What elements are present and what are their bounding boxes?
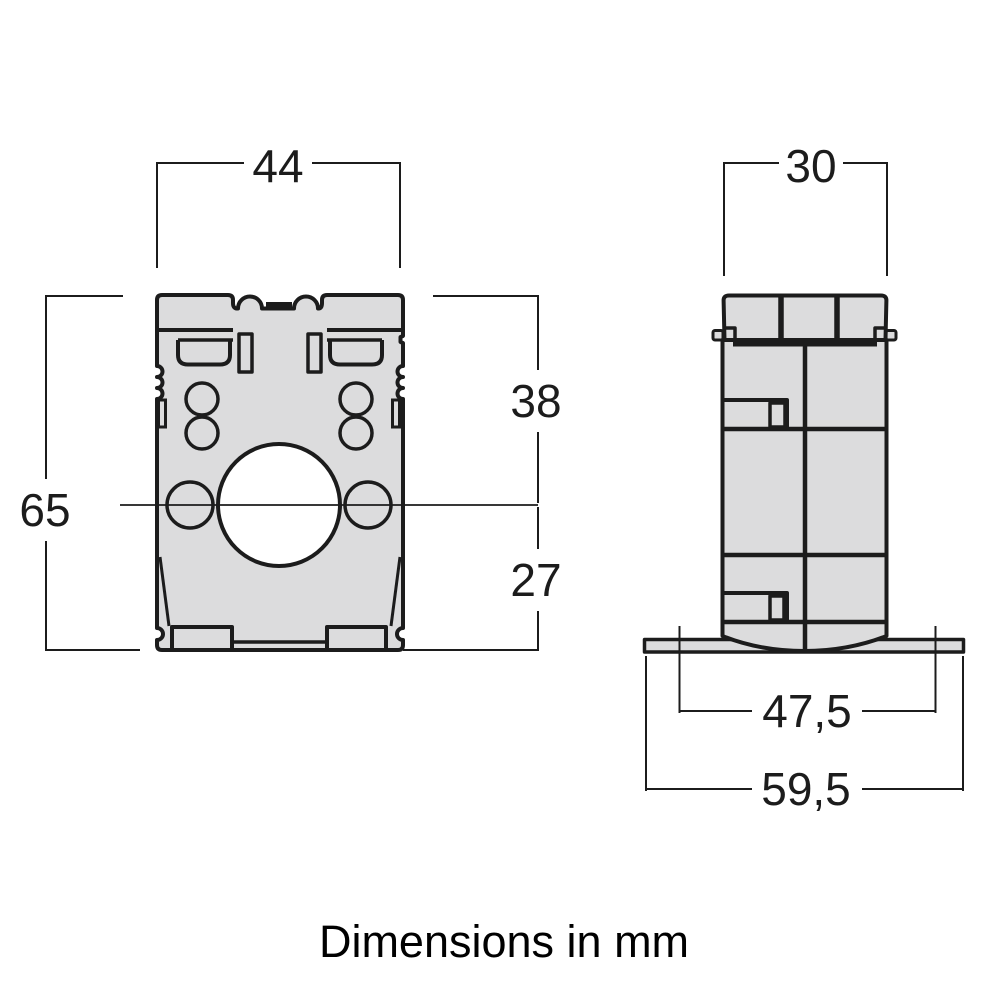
center-slot-left: [237, 332, 254, 374]
terminal-hole-left-upper: [184, 381, 220, 417]
foot-pad-right: [325, 625, 388, 652]
side-latch-lower: [722, 591, 789, 622]
front-width-label: 44: [252, 140, 303, 192]
front-width-dimension: 44: [156, 140, 401, 268]
front-upper-height-label: 38: [510, 375, 561, 427]
side-width-dimension: 30: [723, 140, 888, 276]
front-height-dimension: 65: [19, 295, 140, 651]
terminal-clamp-right: [327, 328, 403, 367]
side-ear-left: [711, 329, 725, 342]
side-top-block-details: [724, 296, 886, 347]
foot-pad-left: [170, 625, 234, 652]
front-lower-height-dimension: 27: [403, 507, 562, 651]
taper-line-right: [389, 556, 402, 627]
front-lower-height-label: 27: [510, 554, 561, 606]
center-slot-right: [306, 332, 323, 374]
flange-overall-label: 59,5: [761, 763, 851, 815]
caption-text: Dimensions in mm: [319, 916, 689, 967]
side-view: 30 47,5 59,5: [642, 140, 966, 815]
front-view: 44 65 38 27: [19, 140, 562, 652]
top-recess-bar: [266, 302, 292, 309]
terminal-hole-left-lower: [184, 415, 220, 451]
terminal-clamp-left: [157, 328, 233, 367]
flange-inner-dimension: 47,5: [678, 626, 937, 737]
side-top-block: [721, 293, 889, 342]
front-height-label: 65: [19, 484, 70, 536]
side-latch-upper: [722, 398, 789, 429]
side-partition-lines: [722, 345, 887, 649]
side-width-label: 30: [785, 140, 836, 192]
flange-overall-dimension: 59,5: [645, 656, 964, 815]
edge-slot-left: [157, 398, 167, 429]
terminal-hole-right-upper: [338, 381, 374, 417]
front-upper-height-dimension: 38: [433, 295, 562, 503]
flange-inner-label: 47,5: [762, 685, 852, 737]
edge-slot-right: [391, 398, 401, 429]
terminal-hole-right-lower: [338, 415, 374, 451]
taper-line-left: [158, 556, 171, 627]
